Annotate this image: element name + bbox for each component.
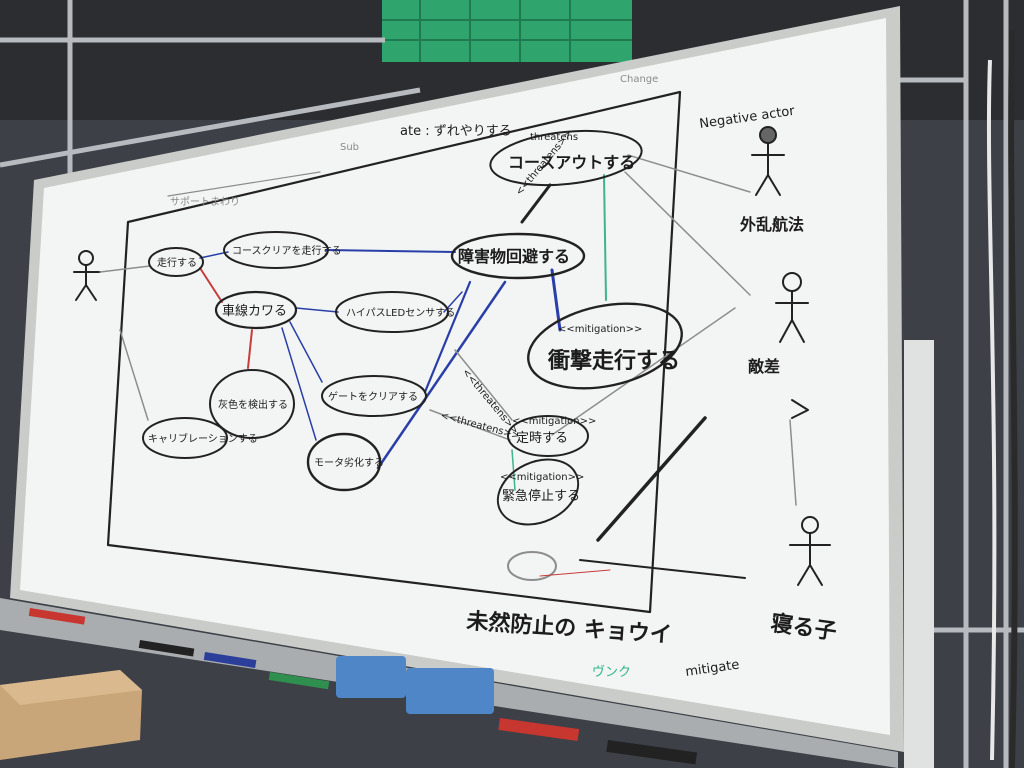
top-gray-note: Change — [620, 74, 658, 85]
side-post — [904, 340, 934, 768]
lane-to-gate — [289, 321, 323, 383]
system-boundary-inner — [167, 171, 321, 197]
use-case-gate-pass: ゲートをクリアする — [321, 375, 427, 417]
use-case-obstacle-avoid: 障害物回避する — [450, 232, 586, 280]
use-case-color-recognize: 灰色を検出する — [209, 369, 295, 439]
node-motor-degrade-label: モータ劣化する — [314, 456, 384, 469]
node-gate-pass-label: ゲートをクリアする — [328, 391, 418, 403]
blue-eraser — [336, 656, 406, 698]
use-case-lane-center: ハイパスLEDセンサする — [335, 291, 455, 333]
drive-to-course — [199, 251, 229, 259]
obstacle-vertical — [789, 419, 797, 506]
use-case-motor-degrade: モータ劣化する — [306, 432, 384, 492]
cardboard-box-top — [0, 670, 142, 705]
mitigate-note: mitigate — [684, 658, 740, 680]
green-marker — [268, 672, 330, 690]
sleep-to-board-line — [579, 559, 746, 579]
stick-figure-obstacle — [775, 272, 809, 343]
use-case-calibration: キャリブレーションする — [142, 417, 258, 459]
course-out-to-avoid — [520, 183, 552, 224]
actor-external-attack: 外乱航法 — [739, 215, 804, 234]
blue-marker — [203, 652, 257, 669]
node-normal-time-tag: <<mitigation>> — [512, 416, 596, 427]
node-lane-center-label: ハイパスLEDセンサする — [346, 307, 455, 319]
calibration-line — [119, 329, 149, 421]
node-mitigation-label: 衝撃走行する — [547, 348, 680, 374]
threat-line-b — [429, 409, 511, 441]
use-case-move-course: コースクリアを走行する — [223, 231, 342, 269]
node-move-course-label: コースクリアを走行する — [232, 244, 342, 257]
threat-line-a — [454, 349, 513, 421]
use-case-drive: 走行する — [148, 247, 204, 277]
drive-to-lane — [199, 267, 223, 303]
green-threat-line — [603, 174, 607, 301]
top-left-note: Sub — [340, 142, 359, 153]
use-case-emergency-stop: <<mitigation>> 緊急停止する — [496, 458, 584, 526]
use-case-course-out: threatens コースアウトする — [489, 129, 643, 187]
obstacle-to-mitigation — [551, 307, 736, 436]
actor-obstacle: 敵差 — [748, 357, 780, 376]
actor-obstacle-mark — [791, 399, 809, 419]
lane-to-color — [247, 329, 253, 369]
node-course-out-label: コースアウトする — [508, 153, 635, 172]
bottom-green-note: ヴンク — [592, 664, 631, 680]
node-normal-time-label: 定時する — [516, 431, 568, 446]
actor-to-drive — [99, 265, 151, 273]
node-course-out-tag: threatens — [530, 132, 578, 143]
lane-to-center — [295, 307, 339, 313]
thick-black-stroke — [596, 416, 707, 542]
node-calibration-label: キャリブレーションする — [148, 432, 258, 445]
black-marker — [606, 740, 698, 765]
motor-to-avoid — [376, 280, 507, 470]
green-crate — [382, 0, 632, 62]
association-lines — [99, 154, 797, 579]
sketch-dish — [507, 551, 611, 581]
black-marker — [138, 640, 195, 657]
node-emergency-stop-label: 緊急停止する — [502, 488, 580, 504]
blue-eraser — [406, 668, 494, 714]
node-keep-lane-label: 車線カワる — [222, 303, 287, 319]
use-case-mitigation: <<mitigation>> 衝撃走行する — [527, 302, 683, 390]
use-case-normal-time: <<mitigation>> 定時する — [507, 415, 596, 457]
crate-grid — [382, 0, 632, 62]
node-mitigation-tag: <<mitigation>> — [558, 324, 642, 335]
attacker-diag — [624, 171, 751, 296]
top-title: ate : ずれやりする — [400, 124, 512, 139]
frame-label: サポートまわり — [170, 196, 240, 208]
stick-figure-left — [73, 250, 101, 301]
system-boundary — [106, 90, 682, 614]
red-marker — [498, 718, 580, 742]
node-drive-label: 走行する — [157, 256, 197, 269]
course-out-to-attacker — [627, 154, 751, 193]
stick-figure-attacker — [751, 126, 785, 196]
lane-to-motor — [281, 327, 317, 441]
marker-tray — [28, 608, 698, 765]
cable-dark — [1008, 29, 1018, 768]
gate-to-avoid — [423, 280, 472, 394]
green-emergency-line — [511, 449, 516, 491]
node-color-recognize-label: 灰色を検出する — [218, 398, 288, 411]
node-obstacle-avoid-label: 障害物回避する — [458, 247, 570, 266]
use-case-keep-lane: 車線カワる — [214, 290, 298, 330]
course-to-avoid — [325, 249, 456, 253]
node-emergency-tag: <<mitigation>> — [500, 472, 584, 483]
red-marker — [28, 608, 86, 625]
cable-bundle — [986, 59, 997, 761]
stick-figure-sleep — [789, 516, 831, 586]
